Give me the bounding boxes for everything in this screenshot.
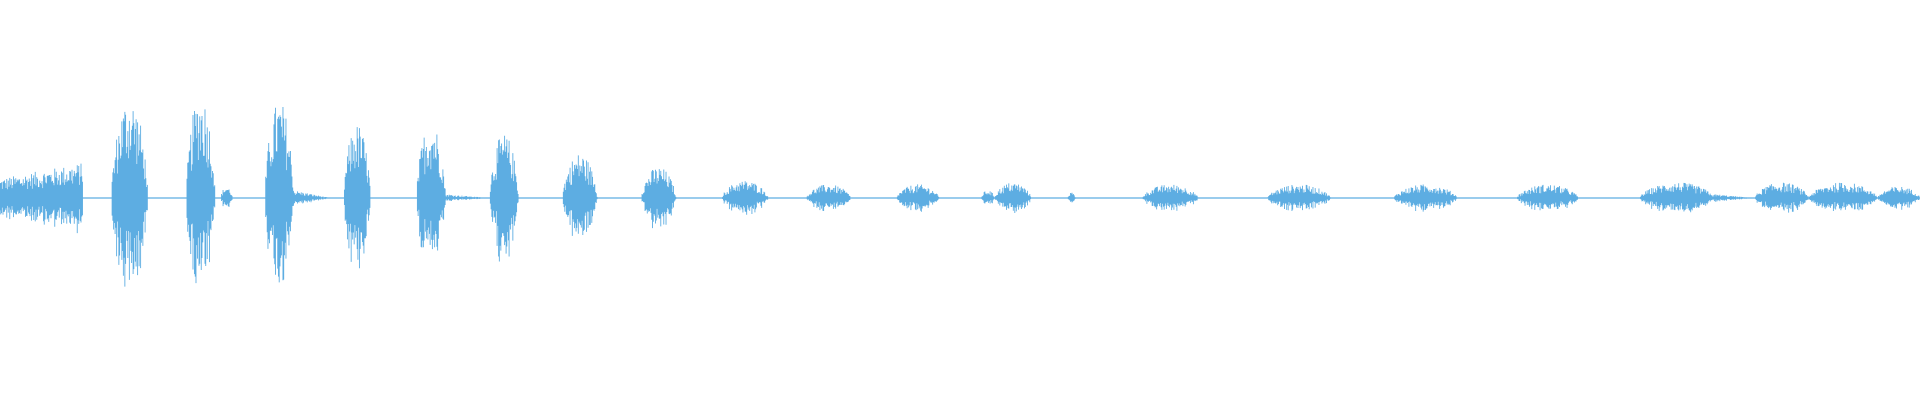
- waveform-segment: [0, 163, 83, 234]
- waveform-segment: [994, 183, 1032, 214]
- waveform-segment: [1755, 182, 1809, 213]
- waveform-segment: [444, 194, 490, 201]
- waveform-segment: [1639, 182, 1715, 213]
- waveform-segment: [111, 111, 148, 287]
- waveform-segment: [489, 135, 519, 262]
- waveform-segment: [265, 107, 294, 283]
- waveform-segment: [896, 184, 940, 212]
- waveform-segment: [722, 181, 769, 215]
- waveform-segment: [1067, 192, 1076, 203]
- waveform-segment: [186, 109, 216, 284]
- waveform-segment: [981, 191, 995, 204]
- waveform-segment: [1517, 184, 1578, 211]
- waveform-segment: [562, 155, 598, 236]
- waveform-segment: [1142, 184, 1199, 211]
- waveform-segment: [1394, 184, 1458, 212]
- waveform-segment: [293, 191, 331, 205]
- waveform-segment: [1878, 186, 1920, 210]
- waveform-segment: [641, 169, 677, 229]
- waveform-segment: [343, 127, 371, 269]
- waveform-segment: [221, 189, 233, 207]
- waveform-segment: [1808, 182, 1879, 211]
- waveform-segment: [416, 134, 446, 251]
- waveform-segment: [806, 184, 851, 211]
- waveform-segment: [1714, 194, 1754, 202]
- waveform-segment: [1267, 184, 1331, 212]
